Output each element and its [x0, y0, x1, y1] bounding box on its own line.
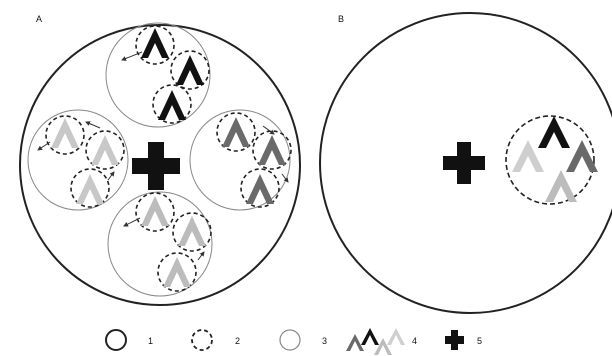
dashed-circle — [252, 130, 292, 170]
chevron-light-gray — [512, 140, 544, 172]
chevron-light-gray-icon — [374, 338, 392, 355]
dashed-circle — [172, 212, 212, 252]
cross-center-b — [443, 142, 485, 184]
movement-arrow — [281, 173, 289, 183]
group-circle-bottom — [107, 191, 213, 297]
outer-circle-b — [319, 12, 612, 314]
legend-label-4: 4 — [412, 336, 417, 346]
chevron-dark-gray-icon — [346, 334, 364, 351]
chevron-light-gray — [178, 216, 206, 246]
legend: 1 2 3 4 5 — [105, 328, 482, 355]
solid-circle-icon — [105, 329, 127, 351]
chevron-light-gray-icon — [387, 328, 405, 345]
dashed-circle — [240, 168, 280, 208]
panel-b — [319, 12, 612, 314]
group-left — [27, 109, 129, 211]
combined-dashed-circle — [505, 115, 595, 205]
group-circle-top — [105, 22, 211, 128]
chevron-black-icon — [361, 328, 379, 345]
chevron-light-gray — [76, 174, 104, 204]
dashed-circle — [135, 25, 175, 65]
legend-label-5: 5 — [477, 336, 482, 346]
chevron-dark-gray — [566, 140, 598, 172]
dashed-circle-icon — [191, 329, 213, 351]
chevron-black — [158, 90, 186, 120]
chevron-light-gray — [141, 196, 169, 226]
legend-label-3: 3 — [322, 336, 327, 346]
group-circle-right — [189, 109, 291, 211]
group-circle-left — [27, 109, 129, 211]
legend-item-1: 1 — [105, 329, 153, 351]
dashed-circle — [152, 84, 192, 124]
movement-arrow — [107, 171, 115, 181]
chevron-dark-gray — [246, 174, 274, 204]
legend-item-2: 2 — [191, 329, 240, 351]
outer-circle-a — [19, 24, 301, 306]
movement-arrow — [121, 51, 143, 61]
light-circle-icon — [279, 329, 301, 351]
chevron-black — [176, 55, 204, 85]
dashed-circle — [70, 168, 110, 208]
chevron-light-gray — [51, 118, 79, 148]
movement-arrow — [85, 121, 101, 129]
movement-arrow — [262, 125, 275, 135]
chevron-black — [141, 28, 169, 58]
legend-item-5: 5 — [445, 330, 482, 350]
legend-item-4: 4 — [346, 328, 417, 355]
group-bottom — [107, 191, 213, 297]
panel-a — [19, 22, 301, 306]
dashed-circle — [45, 115, 85, 155]
panel-label-a: A — [36, 14, 42, 24]
cross-icon — [445, 330, 464, 350]
dashed-circle — [85, 130, 125, 170]
chevron-light-gray — [91, 135, 119, 165]
legend-label-1: 1 — [148, 336, 153, 346]
movement-arrow — [197, 251, 205, 261]
movement-arrow — [37, 141, 51, 151]
chevron-dark-gray — [222, 117, 250, 147]
panel-label-b: B — [338, 14, 344, 24]
group-top — [105, 22, 211, 128]
dashed-circle — [170, 50, 210, 90]
group-right — [189, 109, 292, 211]
chevron-light-gray — [163, 257, 191, 287]
cross-center-a — [132, 142, 180, 190]
legend-label-2: 2 — [235, 336, 240, 346]
dashed-circle — [216, 112, 256, 152]
dashed-circle — [157, 252, 197, 292]
movement-arrow — [123, 217, 141, 227]
legend-item-3: 3 — [279, 329, 327, 351]
dashed-circle — [135, 192, 175, 232]
chevron-dark-gray — [258, 135, 286, 165]
chevron-light-gray — [545, 170, 577, 202]
chevron-black — [538, 116, 570, 148]
